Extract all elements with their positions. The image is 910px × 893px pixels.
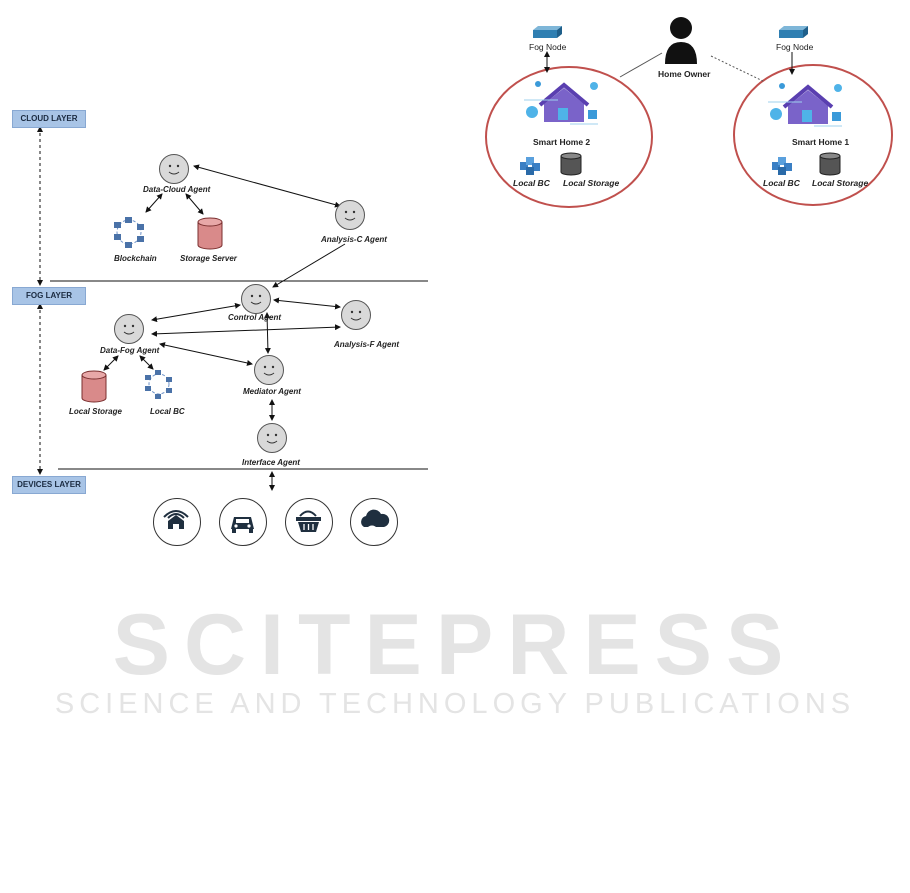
cloud-layer-box: CLOUD LAYER [12, 110, 86, 128]
analysis-c-agent-face [335, 200, 365, 230]
local-storage-label: Local Storage [69, 407, 122, 416]
device-smart-home [153, 498, 201, 546]
smart-home-illustration-2 [524, 81, 598, 125]
home-owner-icon [665, 17, 697, 64]
smiley-icon [123, 324, 135, 335]
interface-agent-label: Interface Agent [242, 458, 300, 467]
fog-node-icon [533, 26, 562, 38]
analysis-f-agent-label: Analysis-F Agent [334, 340, 400, 349]
smiley-icon [263, 365, 275, 376]
fog-node-icon [779, 26, 808, 38]
smart-home-2-label: Smart Home 2 [533, 137, 591, 147]
smart-home-1-label: Smart Home 1 [792, 137, 850, 147]
local-bc-label: Local BC [150, 407, 185, 416]
cloud-weather-icon [361, 509, 390, 532]
local-bc-label-home1: Local BC [763, 178, 800, 188]
mediator-agent-label: Mediator Agent [243, 387, 301, 396]
analysis-f-agent-face [341, 300, 371, 330]
smiley-icon [266, 433, 278, 444]
smiley-icon [344, 210, 356, 221]
local-bc-icon [145, 370, 172, 399]
interface-agent-face [257, 423, 287, 453]
blockchain-label: Blockchain [114, 254, 157, 263]
basket-icon [296, 510, 321, 532]
data-fog-agent-face [114, 314, 144, 344]
device-car [219, 498, 267, 546]
fog-node-label-home1: Fog Node [776, 42, 814, 52]
storage-server-label: Storage Server [180, 254, 237, 263]
smiley-icon [250, 294, 262, 305]
watermark-title: SCITEPRESS [112, 597, 798, 693]
storage-server-icon [197, 217, 223, 250]
fog-layer-box: FOG LAYER [12, 287, 86, 305]
local-storage-cylinder-icon [560, 152, 582, 176]
smiley-icon [168, 164, 180, 175]
data-cloud-agent-face [159, 154, 189, 184]
home-owner-label: Home Owner [658, 69, 711, 79]
control-agent-face [241, 284, 271, 314]
mediator-agent-face [254, 355, 284, 385]
blockchain-icon [114, 217, 144, 248]
local-bc-cluster-icon [520, 157, 540, 175]
control-agent-label: Control Agent [228, 313, 282, 322]
local-storage-label-home1: Local Storage [812, 178, 869, 188]
smiley-icon [350, 310, 362, 321]
car-icon [231, 517, 254, 533]
analysis-c-agent-label: Analysis-C Agent [321, 235, 387, 244]
data-cloud-agent-label: Data-Cloud Agent [143, 185, 211, 194]
device-cloud [350, 498, 398, 546]
local-storage-cylinder-icon [819, 152, 841, 176]
device-basket [285, 498, 333, 546]
local-bc-label-home2: Local BC [513, 178, 550, 188]
local-storage-label-home2: Local Storage [563, 178, 620, 188]
data-fog-agent-label: Data-Fog Agent [100, 346, 160, 355]
local-storage-icon [81, 370, 107, 403]
smart-home-icon [163, 510, 189, 529]
fog-node-label-home2: Fog Node [529, 42, 567, 52]
devices-layer-box: DEVICES LAYER [12, 476, 86, 494]
smart-home-illustration-1 [768, 83, 842, 127]
watermark-subtitle: SCIENCE AND TECHNOLOGY PUBLICATIONS [54, 688, 856, 720]
local-bc-cluster-icon [772, 157, 792, 175]
